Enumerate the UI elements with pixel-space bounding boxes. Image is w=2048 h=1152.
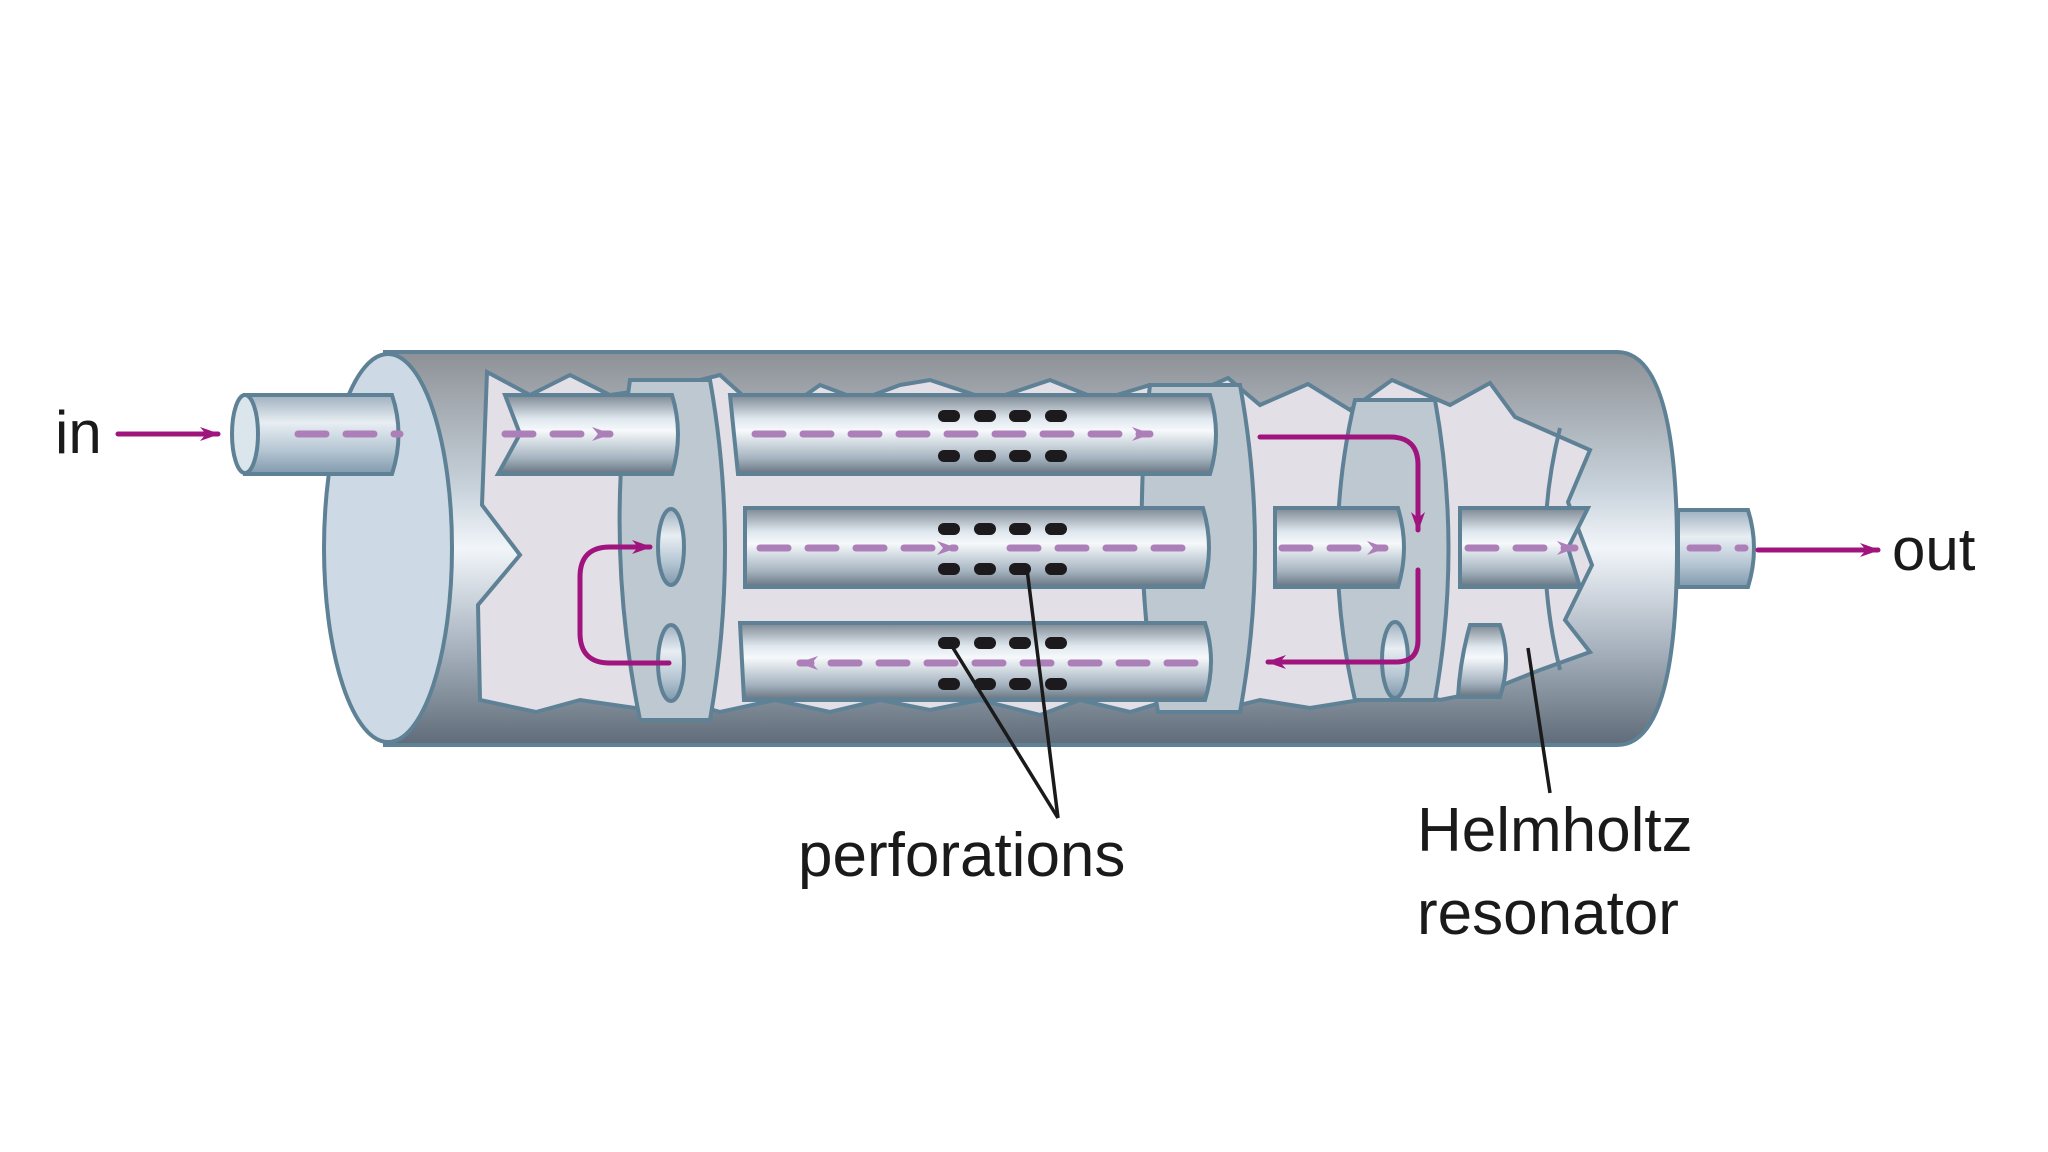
perforated-tube-middle [743,506,1211,589]
flow-arrow-left-chamber [577,540,672,666]
perforation-hole [1045,637,1067,649]
leader-perforations-b [1025,568,1060,819]
perforation-hole [1045,450,1067,462]
perforation-hole [974,450,996,462]
baffle-hole-upper [656,507,686,587]
perforation-hole [1009,450,1031,462]
internal-flow-paths [294,427,1749,670]
perforation-hole [1009,523,1031,535]
chamber-flow-arrows [115,427,1881,669]
helmholtz-label-line2: resonator [1417,879,1679,948]
perforation-hole [1009,563,1031,575]
perforations-label: perforations [798,821,1125,890]
leader-perforations-a [948,642,1060,819]
perforation-hole [1009,678,1031,690]
inlet-inner-tube [494,393,680,476]
perforation-hole [938,410,960,422]
perforation-hole [1045,563,1067,575]
leader-lines [948,568,1552,819]
perforation-hole [1045,678,1067,690]
perforation-hole [1045,410,1067,422]
leader-helmholtz [1526,647,1552,794]
helmholtz-resonator-neck [1455,623,1508,699]
perforation-hole [938,450,960,462]
perforation-hole [1009,637,1031,649]
inlet-label: in [55,399,102,466]
perforation-hole [974,637,996,649]
perforation-hole [1045,523,1067,535]
perforation-hole [1009,410,1031,422]
perforation-hole [974,523,996,535]
perforation-hole [974,678,996,690]
perforation-hole [974,410,996,422]
flow-arrow-right-chamber-back [1265,567,1421,669]
perforation-hole [974,563,996,575]
flow-arrow-right-chamber-down [1257,434,1425,533]
perforation-hole [938,637,960,649]
perforation-holes [938,410,1067,690]
outlet-label: out [1892,516,1976,583]
helmholtz-label-line1: Helmholtz [1417,796,1693,865]
perforation-hole [938,523,960,535]
perforation-hole [938,678,960,690]
perforation-hole [938,563,960,575]
